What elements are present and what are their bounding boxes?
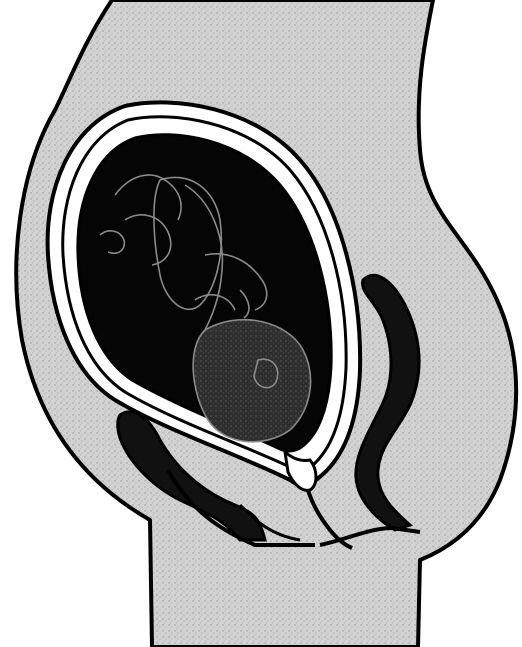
fetal-head — [193, 320, 310, 442]
